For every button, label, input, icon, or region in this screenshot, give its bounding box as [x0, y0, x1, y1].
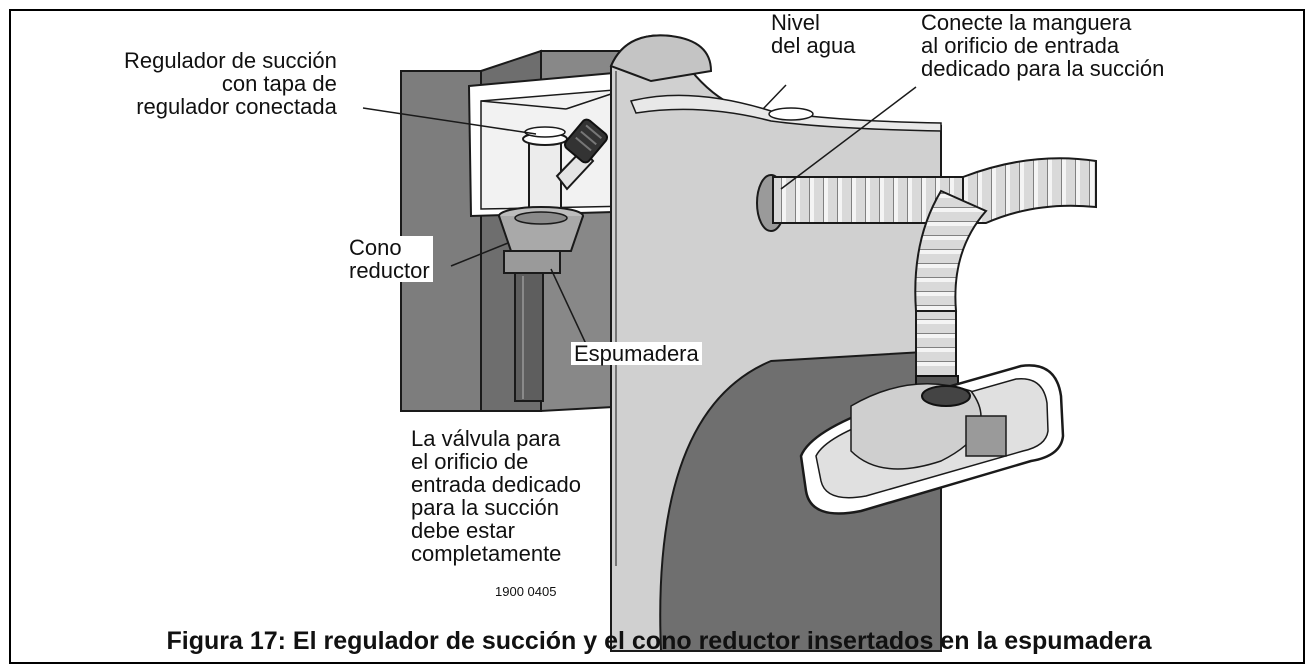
suction-regulator	[522, 118, 609, 210]
label-reducer-cone: Cono reductor	[346, 236, 433, 282]
pool-cleaner-head	[799, 364, 1065, 515]
skimmer-pipe	[514, 272, 544, 402]
skimmer-illustration	[362, 34, 1097, 652]
label-water-level: Nivel del agua	[768, 11, 859, 57]
leader-lines	[362, 84, 917, 345]
label-skimmer: Espumadera	[571, 342, 702, 365]
label-suction-regulator: Regulador de succión con tapa de regulad…	[121, 49, 340, 118]
figure-code: 1900 0405	[495, 584, 557, 599]
figure-caption: Figura 17: El regulador de succión y el …	[166, 627, 1152, 655]
skimmer-housing	[400, 49, 651, 413]
figure-frame: Regulador de succión con tapa de regulad…	[9, 9, 1305, 664]
reducer-cone	[498, 206, 584, 274]
label-connect-hose: Conecte la manguera al orificio de entra…	[918, 11, 1168, 80]
label-valve-note: La válvula para el orificio de entrada d…	[408, 427, 585, 565]
